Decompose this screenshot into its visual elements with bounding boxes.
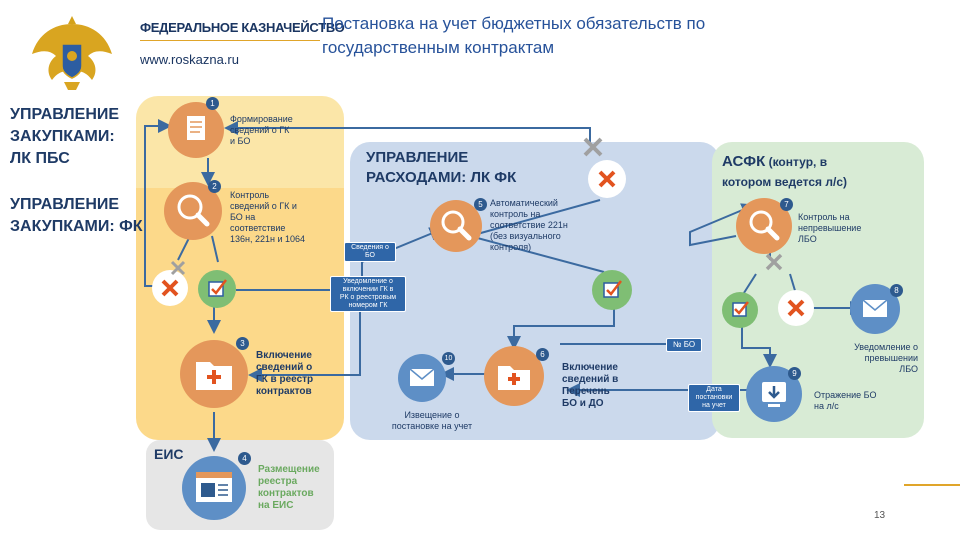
- cross-gray-asfk-icon: [764, 252, 784, 272]
- accept-check-asfk-icon: [722, 292, 758, 328]
- step7-number: 7: [780, 198, 793, 211]
- step6-number: 6: [536, 348, 549, 361]
- page-title-line1: Постановка на учет бюджетных обязательст…: [322, 14, 706, 33]
- step4-browser-circle[interactable]: [182, 456, 246, 520]
- step5-number: 5: [474, 198, 487, 211]
- step10-number: 10: [442, 352, 455, 365]
- org-name: ФЕДЕРАЛЬНОЕ КАЗНАЧЕЙСТВО: [140, 20, 345, 35]
- reject-x-mid-icon: [588, 160, 626, 198]
- header-divider: [140, 40, 320, 41]
- step3-number: 3: [236, 337, 249, 350]
- step1-number: 1: [206, 97, 219, 110]
- pill-nbo: № БО: [666, 338, 702, 352]
- step2-magnifier-circle[interactable]: [164, 182, 222, 240]
- cross-gray-top-icon: [582, 136, 604, 158]
- step6-folder-circle[interactable]: [484, 346, 544, 406]
- site-url[interactable]: www.roskazna.ru: [140, 52, 239, 67]
- eagle-emblem-icon: [24, 10, 120, 96]
- step2-number: 2: [208, 180, 221, 193]
- page-number: 13: [874, 510, 886, 521]
- step5-magnifier-circle[interactable]: [430, 200, 482, 252]
- eis-label: ЕИС: [154, 446, 184, 462]
- zone-asfk-title: АСФК (контур, в котором ведется л/с): [722, 153, 848, 189]
- footer-accent-line: [904, 484, 960, 486]
- reject-x-asfk-icon: [778, 290, 814, 326]
- page-title-line2: государственным контрактам: [322, 38, 555, 57]
- step4-number: 4: [238, 452, 251, 465]
- step1-document-circle[interactable]: [168, 102, 224, 158]
- step10-envelope-circle[interactable]: [398, 354, 446, 402]
- accept-check-mid-icon: [592, 270, 632, 310]
- accept-check-icon: [198, 270, 236, 308]
- cross-gray-icon: [170, 260, 186, 276]
- reject-x-icon: [152, 270, 188, 306]
- step9-number: 9: [788, 367, 801, 380]
- step8-number: 8: [890, 284, 903, 297]
- step3-folder-circle[interactable]: [180, 340, 248, 408]
